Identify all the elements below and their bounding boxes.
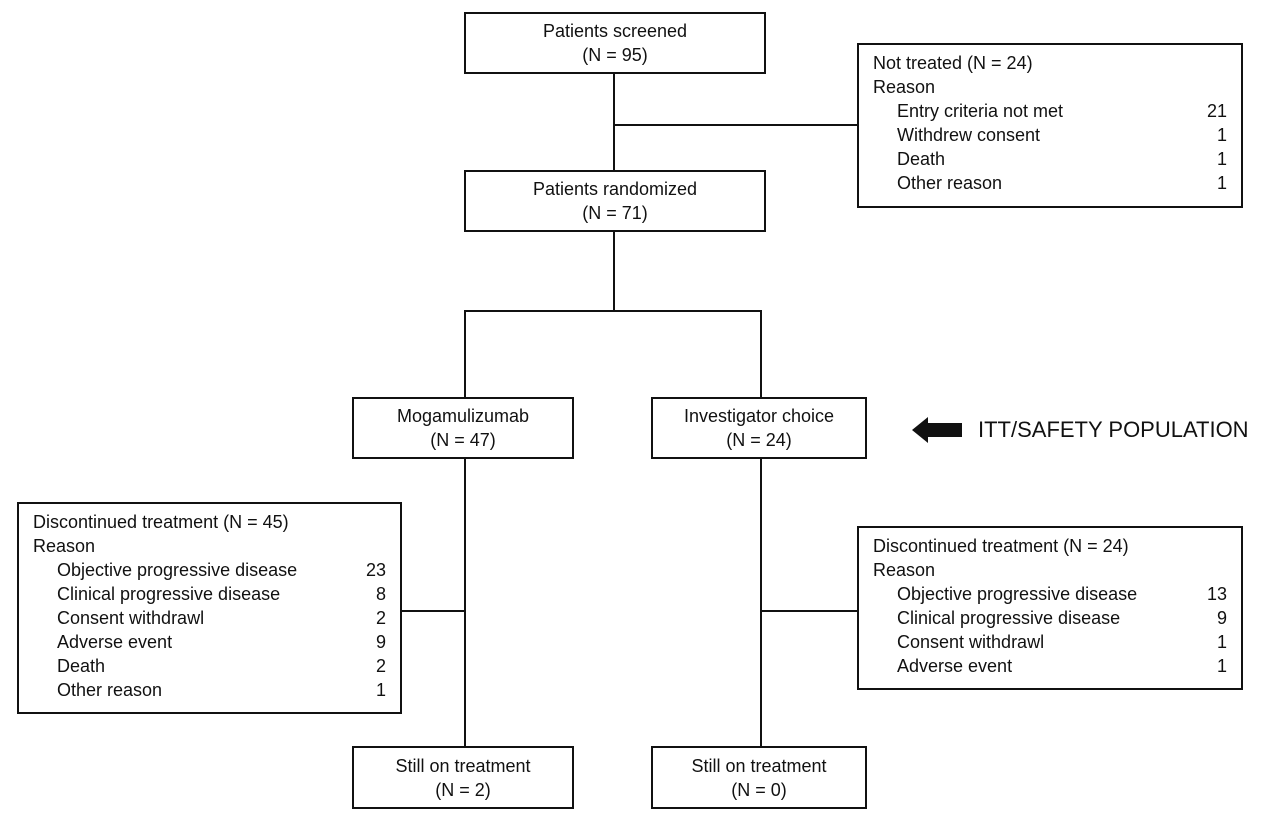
patients-randomized-count: (N = 71) xyxy=(582,203,648,223)
reason-row: Other reason 1 xyxy=(873,171,1227,195)
reason-count: 9 xyxy=(375,632,386,652)
still-on-treatment-count: (N = 0) xyxy=(731,779,787,800)
reason-row: Objective progressive disease 23 xyxy=(33,558,386,582)
not-treated-reason-label: Reason xyxy=(873,77,936,97)
reason-row: Consent withdrawl 1 xyxy=(873,630,1227,654)
reason-row: Entry criteria not met 21 xyxy=(873,99,1227,123)
reason-count: 1 xyxy=(1216,632,1227,652)
reason-count: 13 xyxy=(1206,584,1227,604)
reason-count: 1 xyxy=(1216,125,1227,145)
investigator-still-on-treatment-box: Still on treatment (N = 0) xyxy=(651,746,867,809)
reason-row: Withdrew consent 1 xyxy=(873,123,1227,147)
reason-label: Adverse event xyxy=(897,656,1013,676)
discontinued-title: Discontinued treatment (N = 24) xyxy=(873,536,1129,556)
reason-count: 9 xyxy=(1216,608,1227,628)
mogamulizumab-still-on-treatment-box: Still on treatment (N = 2) xyxy=(352,746,574,809)
reason-count: 1 xyxy=(1216,173,1227,193)
mogamulizumab-arm-count: (N = 47) xyxy=(430,430,496,450)
investigator-choice-arm-box: Investigator choice (N = 24) xyxy=(651,397,867,459)
reason-row: Death 2 xyxy=(33,654,386,678)
connector-to-mogamulizumab xyxy=(464,310,466,398)
patients-randomized-title: Patients randomized xyxy=(532,179,698,199)
reason-label: Consent withdrawl xyxy=(897,632,1045,652)
not-treated-box: Not treated (N = 24) Reason Entry criter… xyxy=(857,43,1243,208)
reason-row: Objective progressive disease 13 xyxy=(873,582,1227,606)
patients-randomized-box: Patients randomized (N = 71) xyxy=(464,170,766,232)
reason-label: Objective progressive disease xyxy=(897,584,1138,604)
investigator-discontinued-box: Discontinued treatment (N = 24) Reason O… xyxy=(857,526,1243,690)
reason-label: Entry criteria not met xyxy=(897,101,1064,121)
not-treated-title: Not treated (N = 24) xyxy=(873,53,1033,73)
connector-inv-to-discontinued xyxy=(760,610,859,612)
still-on-treatment-title: Still on treatment xyxy=(395,755,531,776)
investigator-choice-arm-title: Investigator choice xyxy=(683,406,835,426)
connector-mog-to-still xyxy=(464,458,466,747)
mogamulizumab-arm-title: Mogamulizumab xyxy=(396,406,530,426)
connector-screened-randomized xyxy=(613,73,615,171)
reason-count: 1 xyxy=(1216,656,1227,676)
left-arrow-icon xyxy=(912,417,962,443)
reason-row: Clinical progressive disease 9 xyxy=(873,606,1227,630)
connector-inv-to-still xyxy=(760,458,762,747)
reason-label: Other reason xyxy=(897,173,1003,193)
reason-row: Death 1 xyxy=(873,147,1227,171)
reason-count: 2 xyxy=(375,656,386,676)
connector-mog-to-discontinued xyxy=(401,610,466,612)
connector-split-horizontal xyxy=(464,310,762,312)
reason-count: 8 xyxy=(375,584,386,604)
connector-randomized-split xyxy=(613,231,615,311)
reason-count: 23 xyxy=(365,560,386,580)
reason-row: Other reason 1 xyxy=(33,678,386,702)
reason-label: Objective progressive disease xyxy=(57,560,298,580)
still-on-treatment-title: Still on treatment xyxy=(691,755,827,776)
reason-label: Other reason xyxy=(57,680,163,700)
reason-row: Clinical progressive disease 8 xyxy=(33,582,386,606)
patients-screened-count: (N = 95) xyxy=(582,45,648,65)
reason-row: Adverse event 1 xyxy=(873,654,1227,678)
reason-label: Withdrew consent xyxy=(897,125,1041,145)
reason-label: Adverse event xyxy=(57,632,173,652)
reason-label: Death xyxy=(897,149,946,169)
connector-to-investigator xyxy=(760,310,762,398)
reason-label: Clinical progressive disease xyxy=(897,608,1121,628)
reason-count: 1 xyxy=(375,680,386,700)
reason-count: 21 xyxy=(1206,101,1227,121)
discontinued-reason-label: Reason xyxy=(873,560,936,580)
patients-screened-box: Patients screened (N = 95) xyxy=(464,12,766,74)
patients-screened-title: Patients screened xyxy=(542,21,688,41)
reason-label: Death xyxy=(57,656,106,676)
mogamulizumab-arm-box: Mogamulizumab (N = 47) xyxy=(352,397,574,459)
still-on-treatment-count: (N = 2) xyxy=(435,779,491,800)
mogamulizumab-discontinued-box: Discontinued treatment (N = 45) Reason O… xyxy=(17,502,402,714)
reason-row: Adverse event 9 xyxy=(33,630,386,654)
reason-count: 1 xyxy=(1216,149,1227,169)
itt-safety-population-label: ITT/SAFETY POPULATION xyxy=(978,417,1249,442)
discontinued-reason-label: Reason xyxy=(33,536,96,556)
reason-label: Clinical progressive disease xyxy=(57,584,281,604)
discontinued-title: Discontinued treatment (N = 45) xyxy=(33,512,289,532)
reason-count: 2 xyxy=(375,608,386,628)
investigator-choice-arm-count: (N = 24) xyxy=(726,430,792,450)
connector-to-not-treated xyxy=(613,124,859,126)
reason-row: Consent withdrawl 2 xyxy=(33,606,386,630)
reason-label: Consent withdrawl xyxy=(57,608,205,628)
